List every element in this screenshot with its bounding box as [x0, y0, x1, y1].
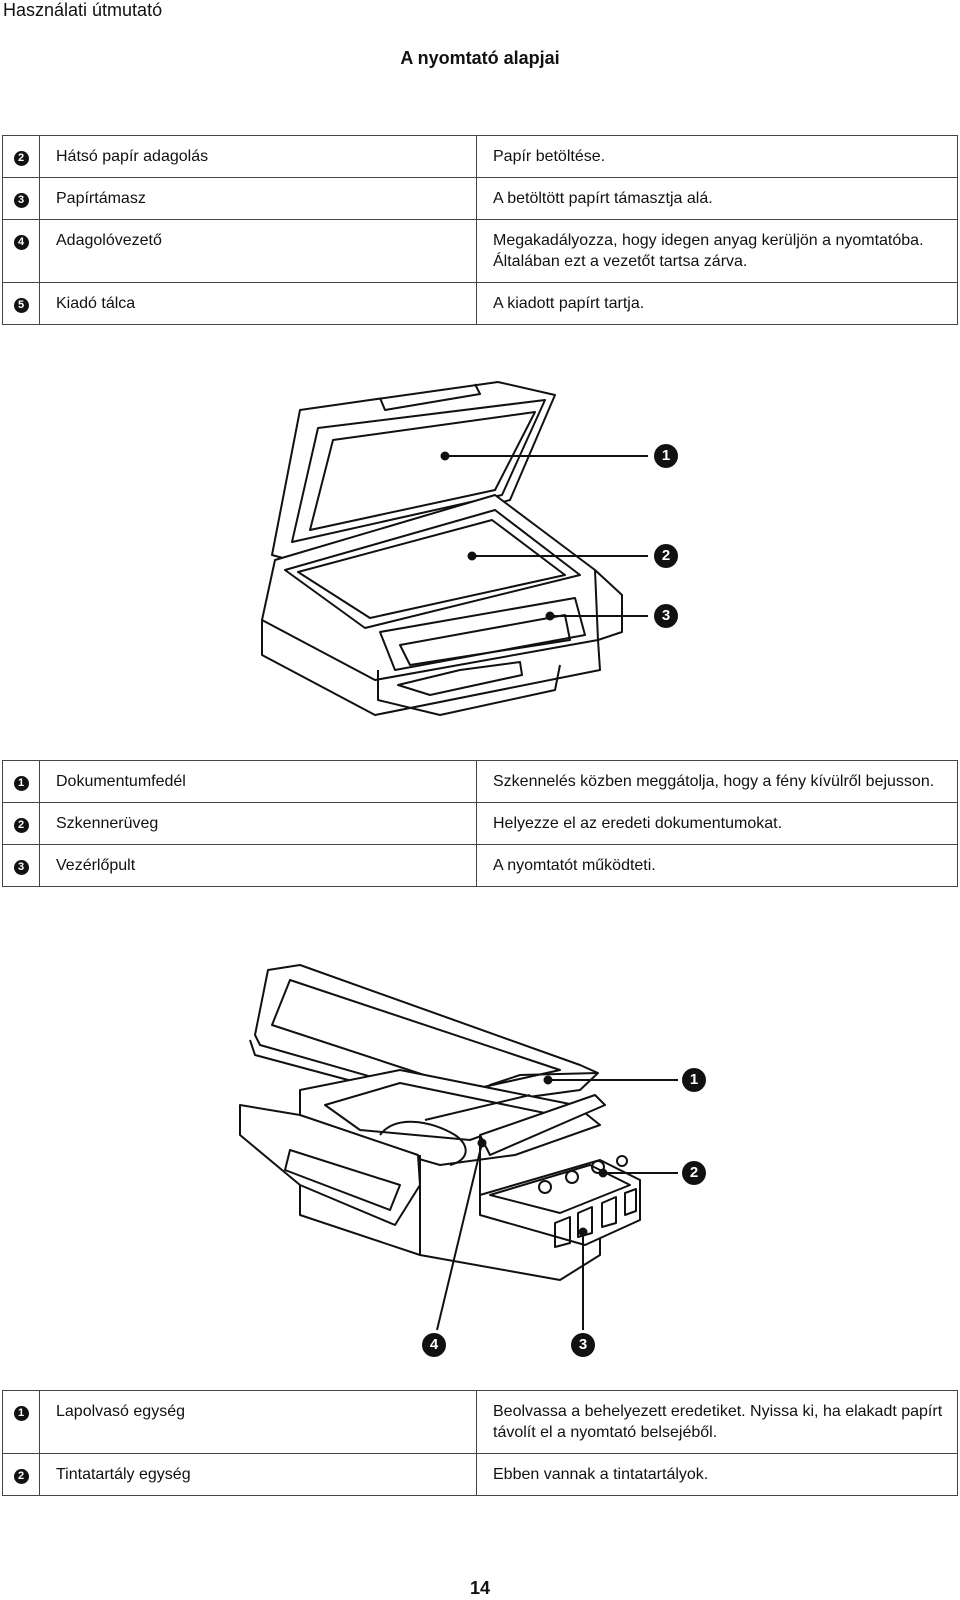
callout-badge: 2 [13, 151, 29, 166]
callout-4: 4 [422, 1333, 446, 1357]
callout-badge: 5 [13, 298, 29, 313]
part-description: Helyezze el az eredeti dokumentumokat. [476, 802, 958, 845]
part-name: Lapolvasó egység [39, 1390, 477, 1454]
part-name: Tintatartály egység [39, 1453, 477, 1496]
part-name: Vezérlőpult [39, 844, 477, 887]
part-name: Papírtámasz [39, 177, 477, 220]
section-title: A nyomtató alapjai [400, 48, 560, 68]
callout-3: 3 [571, 1333, 595, 1357]
table-row: 4 Adagolóvezető Megakadályozza, hogy ide… [2, 219, 958, 283]
callout-badge: 2 [13, 1469, 29, 1484]
part-description: A betöltött papírt támasztja alá. [476, 177, 958, 220]
table-row: 5 Kiadó tálca A kiadott papírt tartja. [2, 282, 958, 325]
parts-table-1: 2 Hátsó papír adagolás Papír betöltése. … [2, 135, 958, 325]
printer-open-cover-illustration: 1 2 3 [0, 370, 960, 740]
table-row: 3 Vezérlőpult A nyomtatót működteti. [2, 844, 958, 887]
table-row: 2 Hátsó papír adagolás Papír betöltése. [2, 135, 958, 178]
part-name: Kiadó tálca [39, 282, 477, 325]
table-row: 2 Szkennerüveg Helyezze el az eredeti do… [2, 802, 958, 845]
document-header: Használati útmutató [3, 0, 163, 20]
table-row: 2 Tintatartály egység Ebben vannak a tin… [2, 1453, 958, 1496]
callout-badge: 3 [13, 193, 29, 208]
table-row: 1 Dokumentumfedél Szkennelés közben megg… [2, 760, 958, 803]
part-description: Papír betöltése. [476, 135, 958, 178]
parts-table-3: 1 Lapolvasó egység Beolvassa a behelyeze… [2, 1390, 958, 1496]
printer-open-scanner-illustration: 1 2 3 4 [0, 955, 960, 1375]
part-description: Beolvassa a behelyezett eredetiket. Nyis… [476, 1390, 958, 1454]
part-description: Szkennelés közben meggátolja, hogy a fén… [476, 760, 958, 803]
part-description: Megakadályozza, hogy idegen anyag kerülj… [476, 219, 958, 283]
table-row: 3 Papírtámasz A betöltött papírt támaszt… [2, 177, 958, 220]
table-row: 1 Lapolvasó egység Beolvassa a behelyeze… [2, 1390, 958, 1454]
part-description: A kiadott papírt tartja. [476, 282, 958, 325]
part-name: Adagolóvezető [39, 219, 477, 283]
part-name: Szkennerüveg [39, 802, 477, 845]
part-description: Ebben vannak a tintatartályok. [476, 1453, 958, 1496]
callout-badge: 2 [13, 818, 29, 833]
callout-badge: 1 [13, 776, 29, 791]
callout-1: 1 [682, 1068, 706, 1092]
part-description: A nyomtatót működteti. [476, 844, 958, 887]
callout-3: 3 [654, 604, 678, 628]
page-number: 14 [469, 1578, 491, 1598]
callout-2: 2 [682, 1161, 706, 1185]
callout-2: 2 [654, 544, 678, 568]
callout-1: 1 [654, 444, 678, 468]
callout-badge: 1 [13, 1406, 29, 1421]
part-name: Hátsó papír adagolás [39, 135, 477, 178]
callout-badge: 3 [13, 860, 29, 875]
parts-table-2: 1 Dokumentumfedél Szkennelés közben megg… [2, 760, 958, 887]
callout-badge: 4 [13, 235, 29, 250]
part-name: Dokumentumfedél [39, 760, 477, 803]
